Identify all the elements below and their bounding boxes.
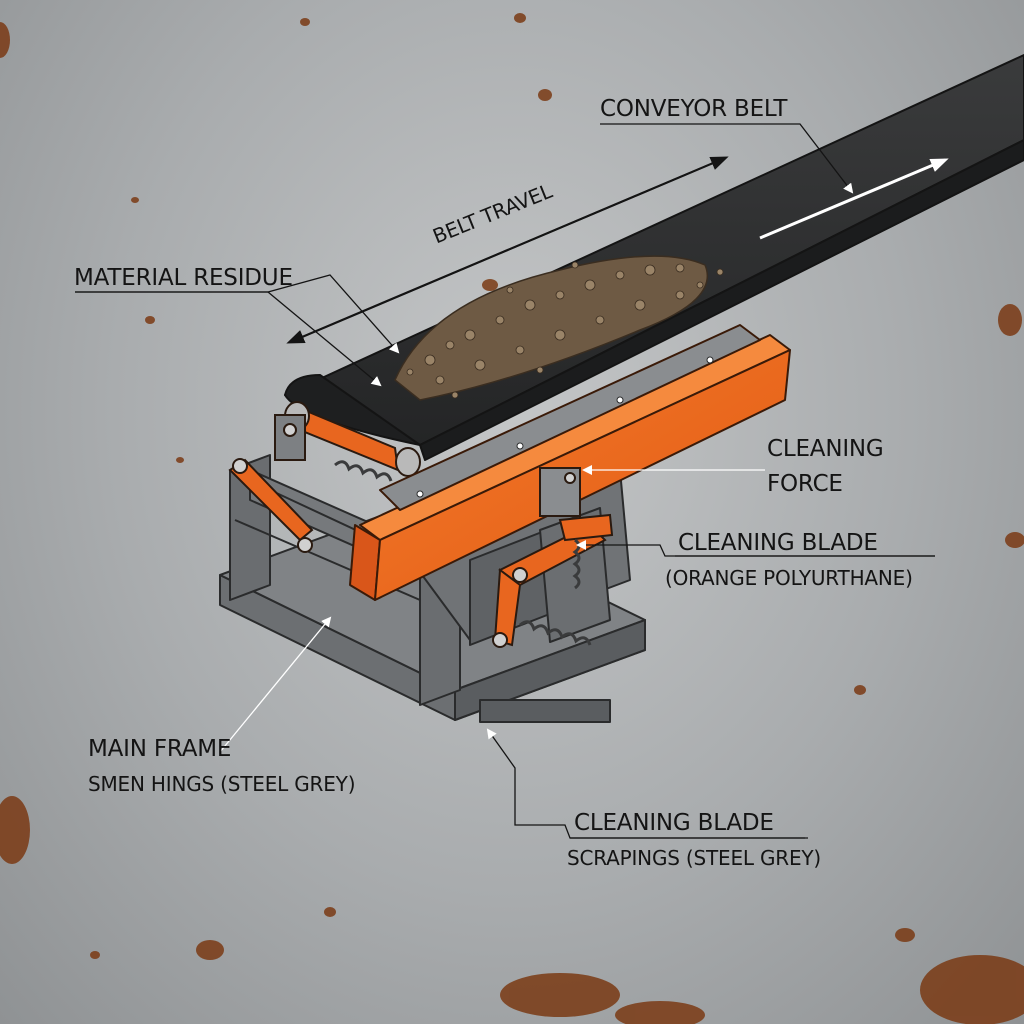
- label-material-residue: MATERIAL RESIDUE: [74, 265, 293, 291]
- label-cleaning-blade: CLEANING BLADE: [678, 530, 878, 556]
- rust-spots: [0, 13, 1024, 1024]
- label-cleaning-force-line1: CLEANING: [767, 436, 884, 462]
- cleaning-blade: [349, 324, 791, 601]
- leader-conveyor-belt: [600, 123, 854, 194]
- label-scrapings-title: CLEANING BLADE: [574, 810, 774, 836]
- belt-direction-arrow: [759, 158, 949, 240]
- label-main-frame: MAIN FRAME: [88, 736, 232, 762]
- label-scrapings-sub: SCRAPINGS (STEEL GREY): [567, 846, 822, 870]
- leader-main-frame: [219, 616, 332, 753]
- label-main-frame-sub: SMEN HINGS (STEEL GREY): [88, 772, 356, 796]
- label-cleaning-blade-material: (ORANGE POLYURTHANE): [665, 566, 913, 590]
- leader-lines: [75, 123, 935, 839]
- material-residue-pile: [394, 255, 724, 401]
- label-cleaning-force-line2: FORCE: [767, 471, 843, 497]
- label-conveyor-belt: CONVEYOR BELT: [600, 96, 788, 122]
